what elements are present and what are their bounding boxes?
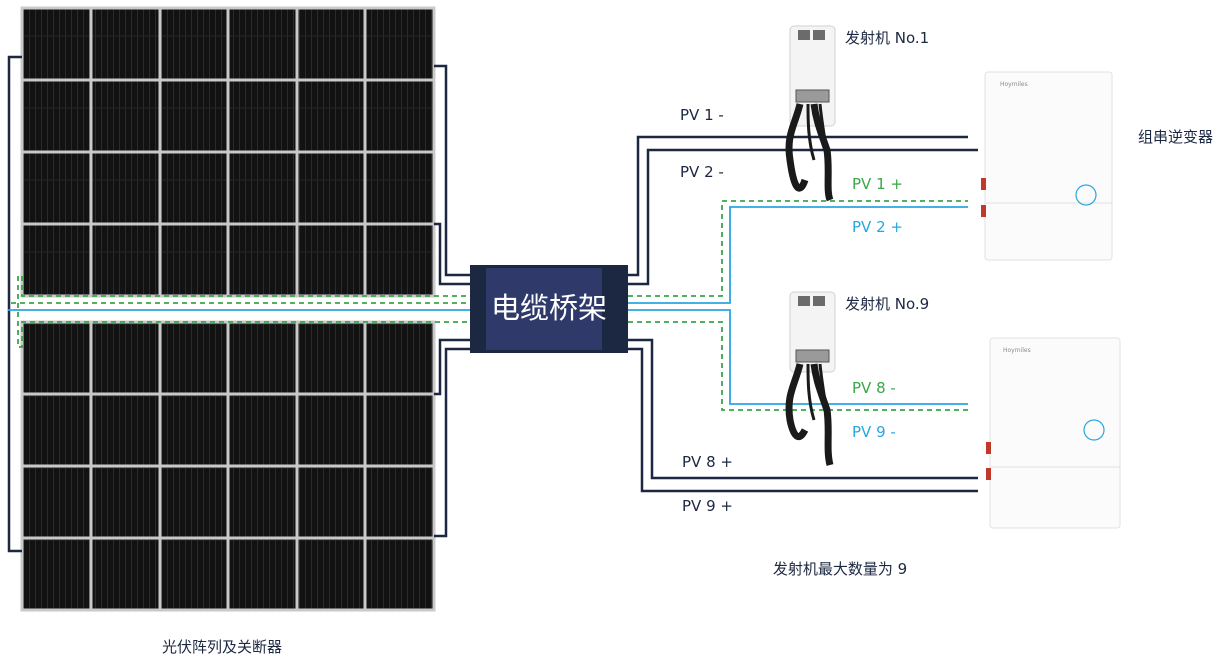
transmitter-9 [785, 291, 836, 466]
pv-panel-block-upper [20, 6, 436, 298]
inverter-1: Hoymiles [981, 71, 1113, 261]
inverter-2-brand: Hoymiles [1003, 347, 1031, 354]
array-wiring [7, 55, 475, 553]
label-transmitter-9: 发射机 No.9 [845, 295, 929, 313]
label-pv9-minus: PV 9 - [852, 423, 896, 441]
label-pv1-plus: PV 1 + [852, 175, 903, 193]
inverter-2: Hoymiles [986, 337, 1121, 529]
pv-panel-block-lower [20, 320, 436, 612]
cable-tray-label: 电缆桥架 [491, 291, 607, 325]
inverter-1-brand: Hoymiles [1000, 81, 1028, 88]
cable-tray: 电缆桥架 [470, 265, 628, 353]
label-pv8-plus: PV 8 + [682, 453, 733, 471]
label-pv8-minus: PV 8 - [852, 379, 896, 397]
label-transmitter-1: 发射机 No.1 [845, 29, 929, 47]
caption-max-transmitters: 发射机最大数量为 9 [773, 560, 907, 578]
pv-array [20, 6, 436, 612]
label-pv2-plus: PV 2 + [852, 218, 903, 236]
inverter-2-led-ring [1083, 419, 1105, 441]
label-pv9-plus: PV 9 + [682, 497, 733, 515]
label-inverter: 组串逆变器 [1138, 128, 1213, 146]
inverter-1-led-ring [1075, 184, 1097, 206]
label-pv1-minus: PV 1 - [680, 106, 724, 124]
label-pv2-minus: PV 2 - [680, 163, 724, 181]
transmitter-1 [785, 25, 836, 202]
caption-pv-array: 光伏阵列及关断器 [162, 638, 282, 655]
